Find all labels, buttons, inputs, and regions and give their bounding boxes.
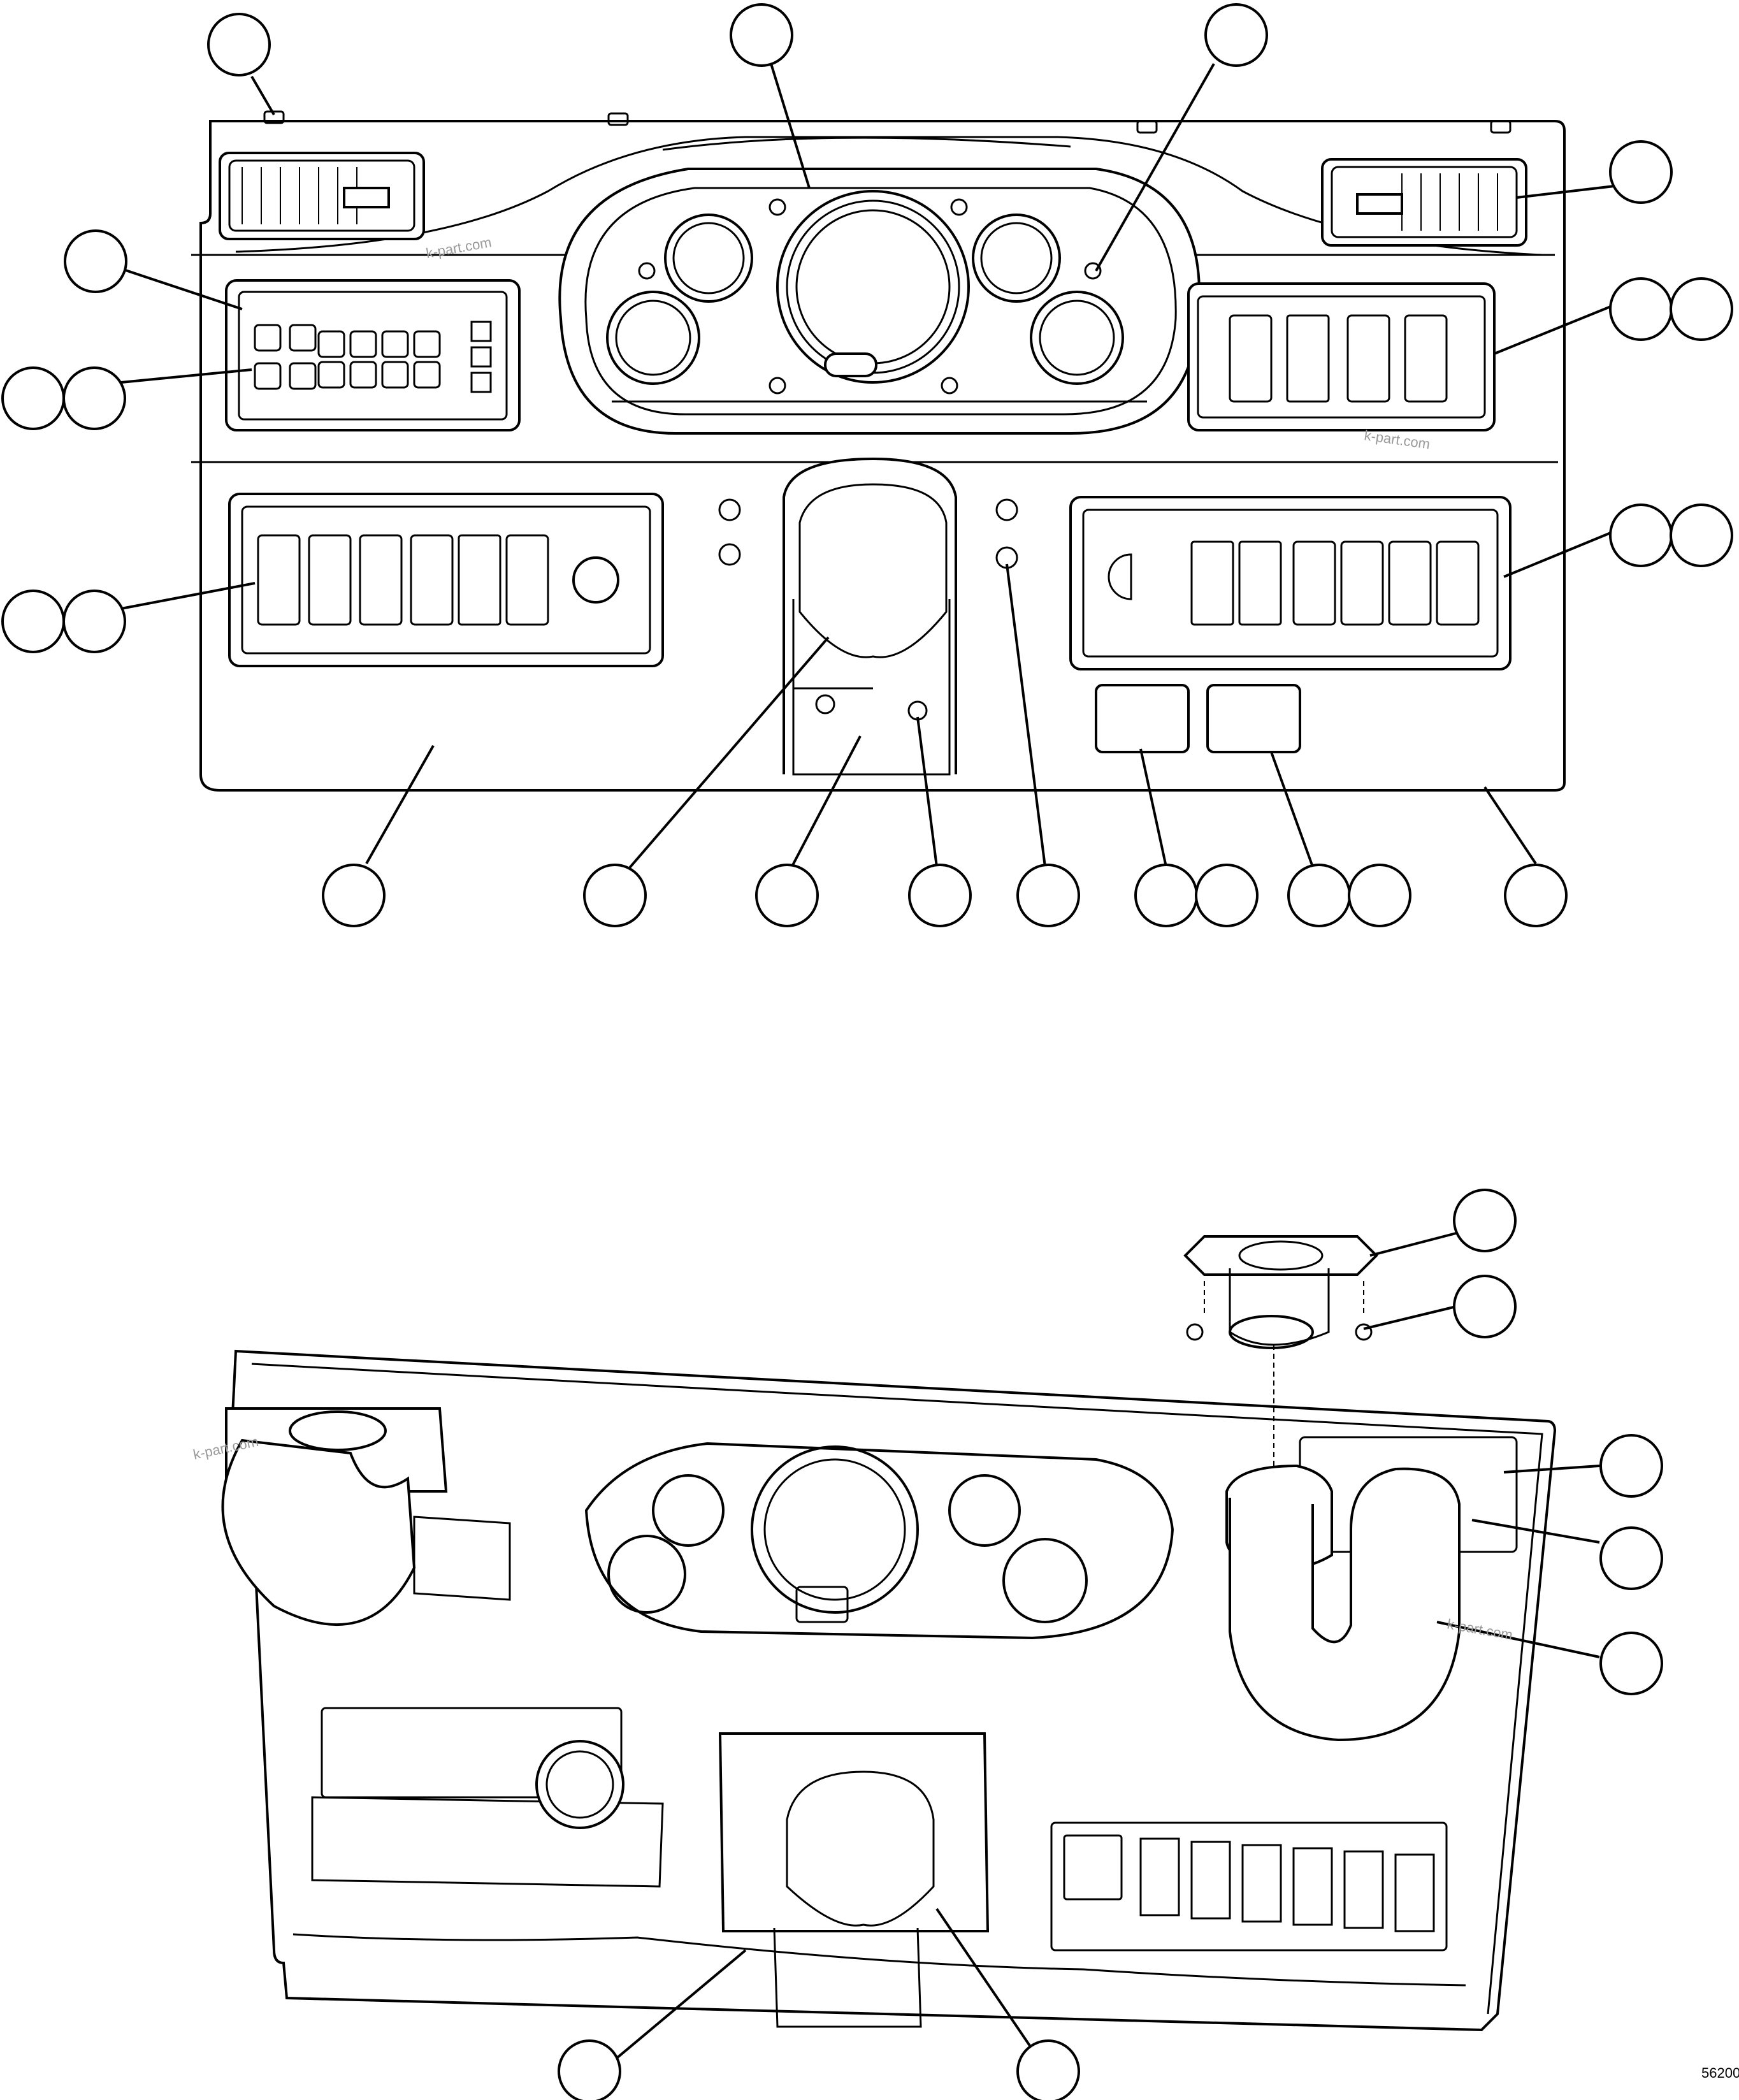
callout-bubble [1195, 864, 1259, 927]
callout-bubbles-bottom [558, 1189, 1663, 2100]
callout-bubble [1599, 1434, 1663, 1498]
callout-bubble [1016, 2039, 1080, 2100]
callout-bubble [1599, 1526, 1663, 1590]
steering-column-cover [783, 457, 957, 776]
callout-bubble [755, 864, 819, 927]
callout-bubble [908, 864, 972, 927]
callout-bubble [1016, 864, 1080, 927]
callout-leaders [117, 63, 1626, 2069]
switch-panel-upper-right [1187, 282, 1496, 431]
callout-bubble [730, 3, 793, 67]
callout-bubble [1670, 277, 1733, 341]
callout-bubble [64, 229, 127, 293]
callout-bubble [1204, 3, 1268, 67]
callout-bubble [583, 864, 647, 927]
callout-bubble [1599, 1632, 1663, 1695]
callout-bubble [1287, 864, 1351, 927]
instrument-cluster [558, 168, 1201, 435]
callout-bubble [1, 366, 65, 430]
callout-bubble [1, 590, 65, 653]
callout-bubble [62, 366, 126, 430]
callout-bubble [207, 13, 271, 76]
watermark-text: k-part.com [425, 234, 493, 261]
air-vent-right [1321, 158, 1527, 247]
callout-bubble [1609, 503, 1673, 567]
screw-heads [638, 198, 1102, 569]
switch-panel-lower-left [228, 493, 664, 667]
air-vent-left [219, 152, 425, 240]
callout-bubble [1453, 1275, 1517, 1338]
callout-bubble [1453, 1189, 1517, 1252]
switch-panel-lower-right [1069, 496, 1512, 670]
callout-bubble [1670, 503, 1733, 567]
callout-bubble [1609, 140, 1673, 204]
blank-plate-right [1206, 684, 1301, 753]
callout-bubble [322, 864, 386, 927]
callout-bubble [1609, 277, 1673, 341]
callout-bubble [1504, 864, 1568, 927]
indicator-lamp-panel [225, 279, 521, 431]
callout-bubbles-top [1, 3, 1733, 927]
callout-bubble [1348, 864, 1411, 927]
dash-panel-front-view [191, 110, 1566, 792]
dash-panel-rear-view [221, 1235, 1557, 2032]
mounting-pins [263, 110, 1512, 134]
callout-bubble [1134, 864, 1198, 927]
callout-bubble [62, 590, 126, 653]
figure-code: 56200 [1701, 2065, 1739, 2081]
callout-bubble [558, 2039, 621, 2100]
blank-plate-left [1095, 684, 1190, 753]
